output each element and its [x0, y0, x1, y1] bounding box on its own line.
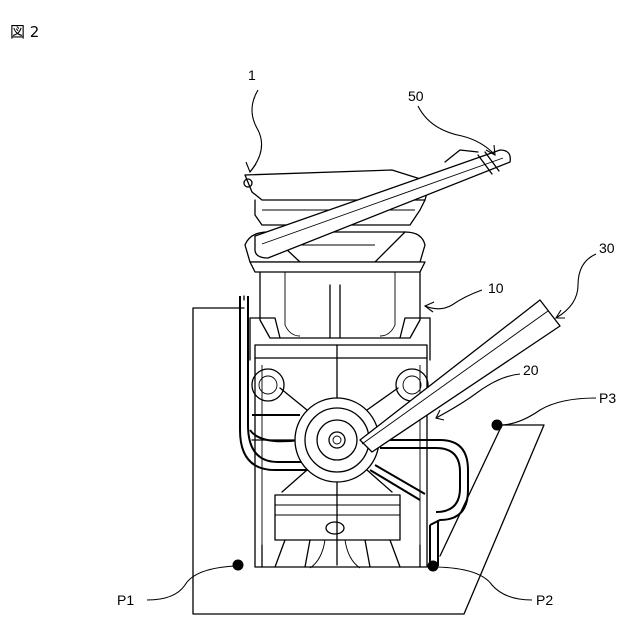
point-p1-dot [233, 560, 244, 571]
label-point-p1: P1 [117, 592, 134, 608]
label-item-50: 50 [408, 88, 424, 104]
label-point-p2: P2 [536, 592, 553, 608]
label-item-30: 30 [599, 240, 615, 256]
point-p3-dot [492, 420, 503, 431]
fan-assembly [252, 345, 427, 565]
label-item-20: 20 [523, 362, 539, 378]
label-point-p3: P3 [599, 390, 616, 406]
point-p2-dot [428, 561, 439, 572]
label-item-1: 1 [248, 67, 256, 83]
label-item-10: 10 [488, 280, 504, 296]
figure-title: 図 2 [10, 23, 39, 41]
